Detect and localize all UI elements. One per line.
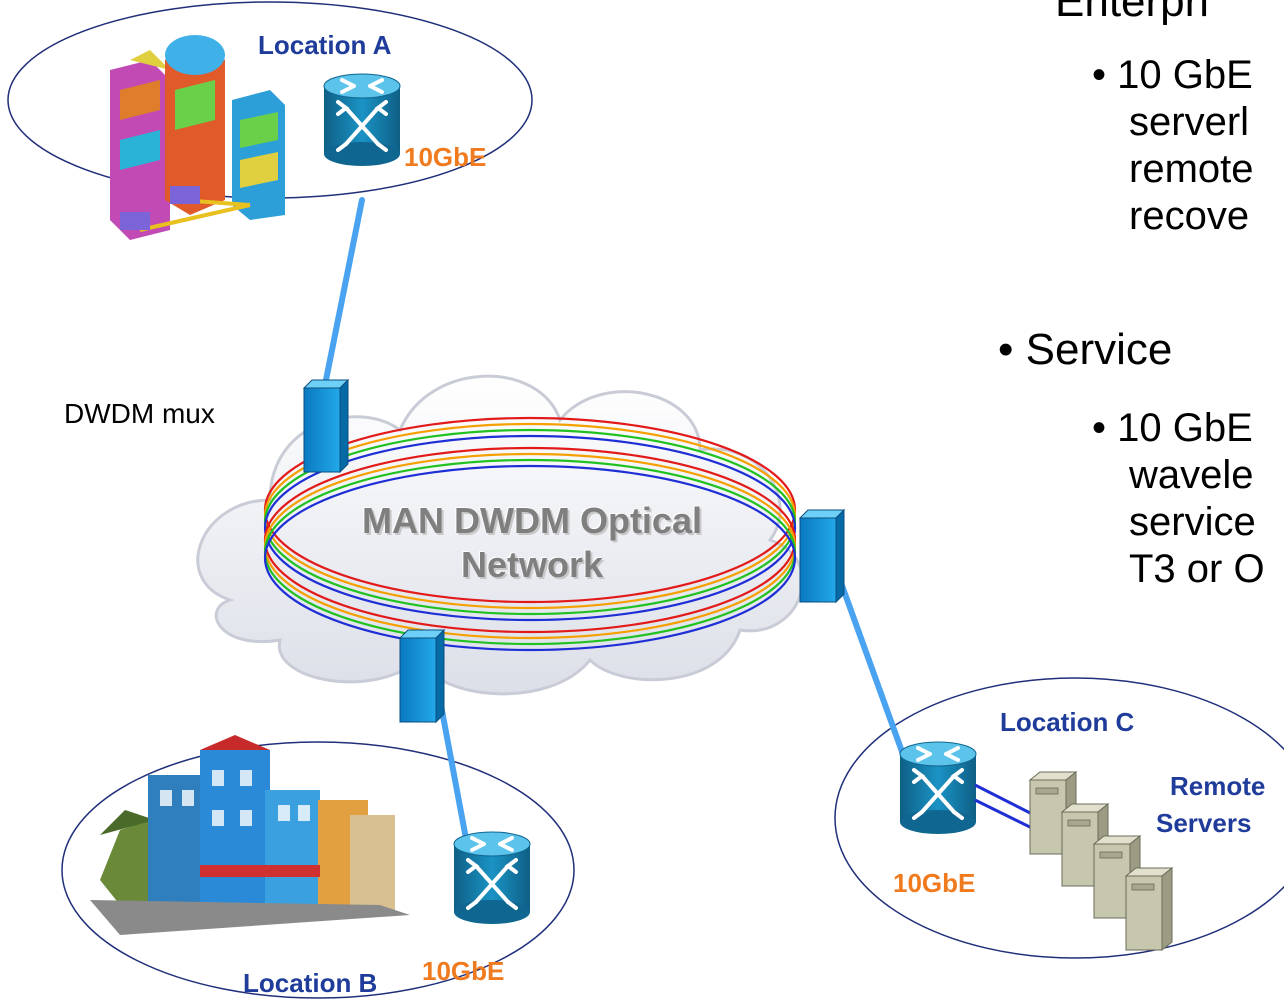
- panel-sub2-line-1: • 10 GbE: [1092, 406, 1253, 450]
- panel-sub1-line-4: recove: [1129, 194, 1250, 238]
- panel-sub2-line-3: service: [1129, 500, 1256, 544]
- panel-bullet-2: • Service: [998, 325, 1173, 374]
- panel-sub1-line-2: serverl: [1129, 100, 1250, 144]
- location-b-boundary: [61, 741, 575, 999]
- location-b-label: Location B: [243, 968, 378, 998]
- router-a-icon: [322, 72, 402, 168]
- panel-line-1: Enterpri: [1055, 0, 1210, 26]
- network-label-line1: MAN DWDM Optical: [362, 500, 702, 541]
- server-link-2: [974, 798, 1041, 834]
- dwdm-mux-c: [799, 509, 845, 603]
- panel-sub2-line-4: T3 or O: [1129, 547, 1265, 591]
- fiber-link-a: [323, 197, 365, 383]
- town-b-icon: [90, 735, 410, 935]
- location-c-link-label: 10GbE: [893, 868, 976, 898]
- buildings-a-icon: [110, 35, 285, 240]
- remote-servers-label-2: Servers: [1156, 808, 1252, 838]
- dwdm-ring: [263, 416, 797, 652]
- panel-sub2-line-2: wavele: [1129, 453, 1254, 497]
- dwdm-mux-a: [303, 379, 349, 473]
- panel-sub1-line-1: • 10 GbE: [1092, 53, 1253, 97]
- panel-sub1-line-3: remote: [1129, 147, 1254, 191]
- router-c-icon: [898, 740, 978, 836]
- router-b-icon: [452, 830, 532, 926]
- location-b-link-label: 10GbE: [422, 956, 505, 986]
- network-label-line2: Network: [460, 544, 604, 585]
- location-c-boundary: [834, 677, 1284, 959]
- location-c-label: Location C: [1000, 707, 1135, 737]
- dwdm-mux-label: DWDM mux: [64, 398, 215, 429]
- fiber-link-c: [837, 577, 908, 763]
- location-a-label: Location A: [258, 30, 392, 60]
- location-a-link-label: 10GbE: [404, 142, 487, 172]
- server-link-1: [974, 783, 1041, 820]
- dwdm-mux-b: [399, 629, 445, 723]
- remote-servers-icon: [1029, 771, 1173, 951]
- remote-servers-label-1: Remote: [1170, 771, 1266, 801]
- fiber-link-b: [437, 697, 473, 863]
